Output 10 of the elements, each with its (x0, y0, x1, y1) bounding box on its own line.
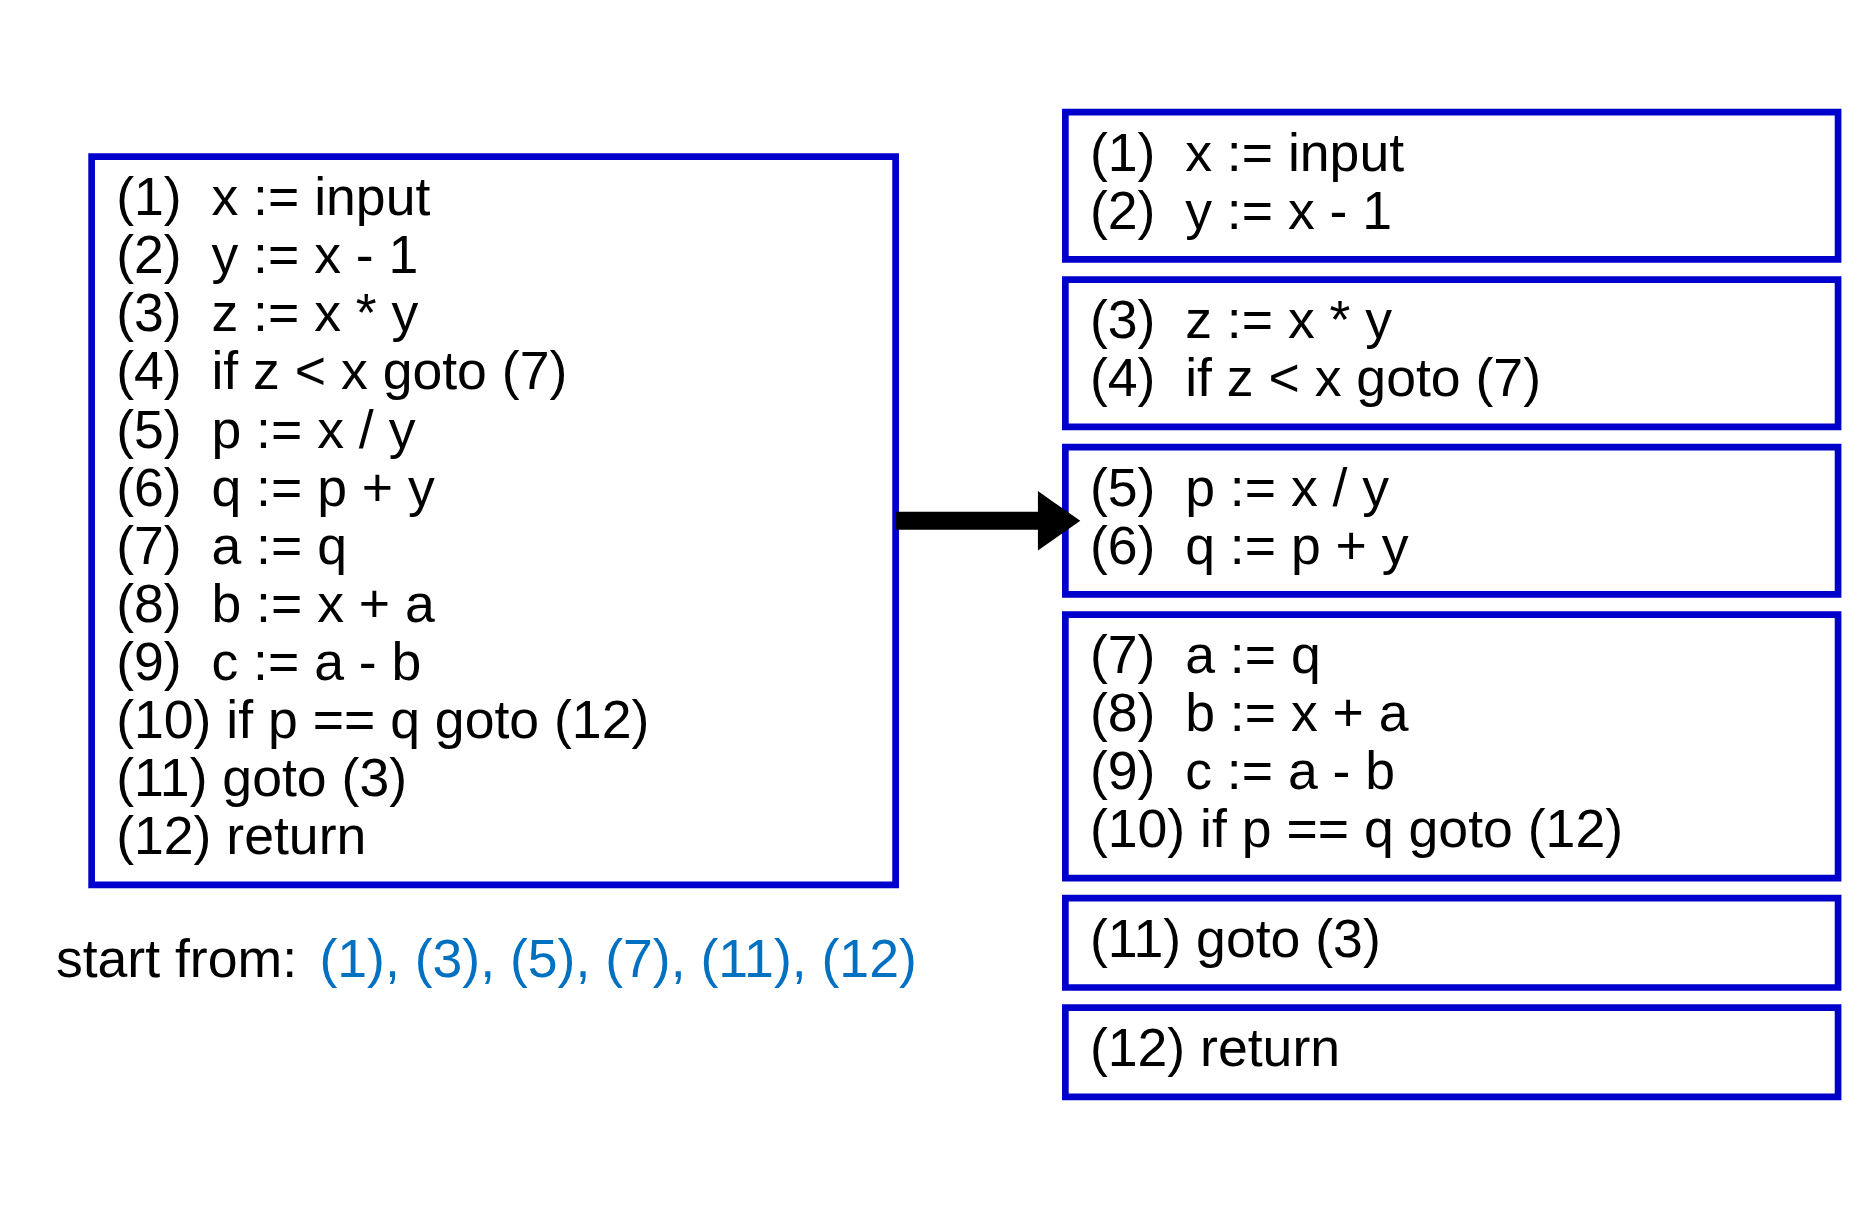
node-box: (1) x := input (2) y := x - 1 (3) z := x * y (4) if z < x goto (7) (5) p := x / y (6) q := p + y (7) a := q (8) b := x + a (9) c := a - b (10) if p == q goto (12) (11) goto (3) (12) return (87, 152, 899, 888)
node-box: (5) p := x / y (6) q := p + y (1061, 443, 1841, 598)
node-box: (1) x := input (2) y := x - 1 (1061, 108, 1841, 263)
node-box: (7) a := q (8) b := x + a (9) c := a - b (10) if p == q goto (12) (1061, 610, 1841, 881)
node-box: (3) z := x * y (4) if z < x goto (7) (1061, 275, 1841, 430)
node-box: (11) goto (3) (1061, 894, 1841, 991)
arrow (895, 490, 1080, 550)
label: start from: (55, 927, 297, 988)
label: (1), (3), (5), (7), (11), (12) (318, 927, 917, 988)
node-box: (12) return (1061, 1003, 1841, 1100)
